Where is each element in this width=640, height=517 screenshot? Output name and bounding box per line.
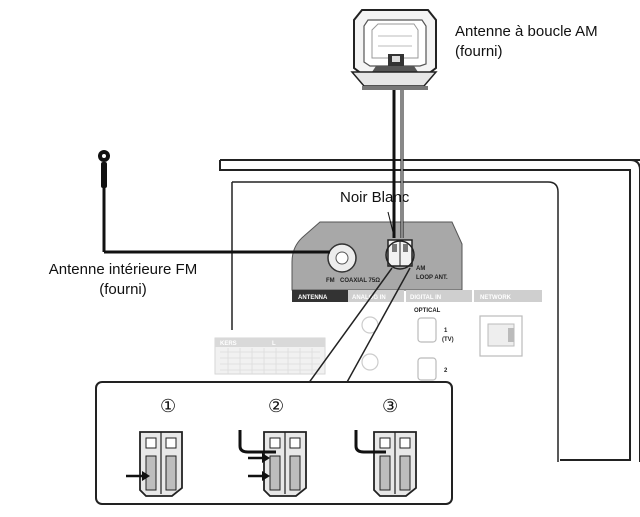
step-1-number: ① [160, 396, 176, 417]
receiver-outline [219, 159, 640, 462]
network-label: NETWORK [480, 295, 512, 301]
am-antenna-cable [387, 90, 404, 238]
step-3-number: ③ [382, 396, 398, 417]
am-terminal-sub: LOOP ANT. [416, 275, 448, 281]
am-terminal-label: AM [416, 266, 425, 272]
wiring-steps-inset: ① ② ③ [95, 381, 453, 505]
optical-port-1 [417, 317, 437, 343]
fm-antenna-label-line2: (fourni) [99, 281, 147, 298]
analog-jack-r [361, 353, 379, 371]
optical-port-1-number: 1 [444, 328, 448, 334]
am-antenna-label-line1: Antenne à boucle AM [455, 23, 598, 40]
step-3: ③ [354, 396, 417, 497]
am-loop-antenna-icon [350, 9, 438, 90]
fm-antenna-label: Antenne intérieure FM (fourni) [8, 260, 238, 300]
zoom-lines [307, 240, 415, 385]
fm-terminal-label: FM [326, 278, 335, 284]
speaker-label: KERS [220, 341, 237, 347]
fm-antenna-label-line1: Antenne intérieure FM [48, 261, 198, 278]
fm-indoor-antenna-icon [98, 150, 330, 254]
fm-terminal-sub: COAXIAL 75Ω [340, 278, 380, 284]
optical-port-1-sub: (TV) [442, 337, 454, 343]
step-1: ① [126, 396, 183, 497]
optical-label: OPTICAL [414, 308, 441, 314]
optical-port-2-number: 2 [444, 368, 448, 374]
optical-port-2 [417, 357, 437, 381]
step-2-number: ② [268, 396, 284, 417]
wire-color-label: Noir Blanc [340, 189, 410, 206]
am-antenna-label: Antenne à boucle AM (fourni) [455, 22, 640, 62]
rear-panel-sections: ANALOG IN DIGITAL IN NETWORK OPTICAL 1 (… [214, 290, 542, 381]
analog-in-label: ANALOG IN [352, 295, 386, 301]
antenna-panel: ANTENNA FM COAXIAL 75Ω AM LOOP ANT. [291, 221, 463, 302]
antenna-section-label: ANTENNA [298, 295, 328, 301]
digital-in-label: DIGITAL IN [410, 295, 441, 301]
step-2: ② [238, 396, 307, 497]
speaker-sub: L [272, 341, 276, 347]
am-antenna-label-line2: (fourni) [455, 43, 503, 60]
